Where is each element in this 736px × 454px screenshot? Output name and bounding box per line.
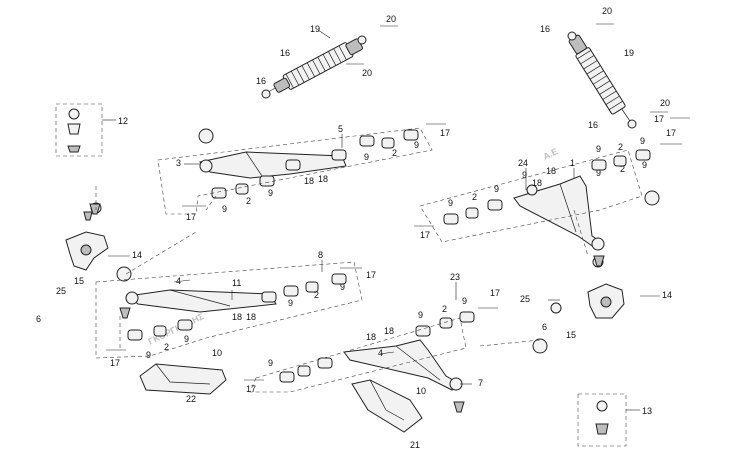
callout-17: 17 (110, 358, 120, 368)
callout-16: 16 (540, 24, 550, 34)
callout-20: 20 (660, 98, 670, 108)
callout-9: 9 (418, 310, 423, 320)
bolts (106, 23, 690, 381)
callout-9: 9 (642, 160, 647, 170)
upper-arm-right (513, 175, 605, 251)
callout-4: 4 (378, 348, 383, 358)
lower-arm-right (343, 339, 463, 391)
callout-17: 17 (490, 288, 500, 298)
callout-9: 9 (146, 350, 151, 360)
watermark: ΓΚΟΡΓΚΟΛΗΣ Α.Ε (146, 146, 559, 347)
callout-17: 17 (186, 212, 196, 222)
callout-12: 12 (118, 116, 128, 126)
callout-1: 1 (570, 158, 575, 168)
callout-2: 2 (246, 196, 251, 206)
callout-17: 17 (440, 128, 450, 138)
callout-19: 19 (310, 24, 320, 34)
callout-9: 9 (364, 152, 369, 162)
callout-19: 19 (624, 48, 634, 58)
callout-17: 17 (246, 384, 256, 394)
watermark-suffix: Α.Ε (541, 146, 559, 162)
callout-9: 9 (268, 188, 273, 198)
callout-9: 9 (462, 296, 467, 306)
callout-2: 2 (618, 142, 623, 152)
shock-absorber-right (567, 31, 637, 129)
callout-numbers: 19 20 16 20 16 16 20 19 20 12 5 17 9 2 9… (36, 6, 676, 450)
callout-18: 18 (366, 332, 376, 342)
callout-18: 18 (318, 174, 328, 184)
callout-8: 8 (318, 250, 323, 260)
callout-9: 9 (340, 282, 345, 292)
callout-9: 9 (448, 198, 453, 208)
callout-16: 16 (280, 48, 290, 58)
callout-2: 2 (472, 192, 477, 202)
callout-5: 5 (338, 124, 343, 134)
callout-18: 18 (532, 178, 542, 188)
callout-9: 9 (522, 170, 527, 180)
callout-16: 16 (256, 76, 266, 86)
callout-25: 25 (520, 294, 530, 304)
callout-18: 18 (232, 312, 242, 322)
callout-20: 20 (386, 14, 396, 24)
callout-3: 3 (176, 158, 181, 168)
callout-4: 4 (176, 276, 181, 286)
assembly-guides (95, 127, 643, 393)
callout-7: 7 (478, 378, 483, 388)
callout-25: 25 (56, 286, 66, 296)
callout-leaders (108, 29, 660, 385)
callout-18: 18 (246, 312, 256, 322)
callout-11: 11 (232, 278, 241, 288)
detail-box-13 (577, 393, 640, 447)
callout-14: 14 (132, 250, 142, 260)
skid-plate-left (139, 363, 227, 395)
callout-6: 6 (36, 314, 41, 324)
upper-arm-left (198, 151, 347, 179)
steering-knuckle-left (65, 202, 109, 271)
callout-17: 17 (654, 114, 664, 124)
callout-9: 9 (640, 136, 645, 146)
callout-24: 24 (518, 158, 528, 168)
callout-18: 18 (304, 176, 314, 186)
callout-2: 2 (164, 342, 169, 352)
callout-22: 22 (186, 394, 196, 404)
callout-9: 9 (268, 358, 273, 368)
callout-17: 17 (666, 128, 676, 138)
callout-9: 9 (414, 140, 419, 150)
callout-10: 10 (416, 386, 426, 396)
callout-9: 9 (596, 168, 601, 178)
callout-15: 15 (74, 276, 84, 286)
bushings (89, 128, 660, 413)
callout-21: 21 (410, 440, 420, 450)
callout-18: 18 (384, 326, 394, 336)
callout-9: 9 (288, 298, 293, 308)
callout-20: 20 (602, 6, 612, 16)
callout-15: 15 (566, 330, 576, 340)
detail-box-12 (55, 103, 116, 157)
callout-13: 13 (642, 406, 652, 416)
callout-16: 16 (588, 120, 598, 130)
callout-23: 23 (450, 272, 460, 282)
callout-2: 2 (392, 148, 397, 158)
callout-20: 20 (362, 68, 372, 78)
callout-2: 2 (442, 304, 447, 314)
callout-9: 9 (184, 334, 189, 344)
callout-6: 6 (542, 322, 547, 332)
callout-9: 9 (494, 184, 499, 194)
lower-arm-left (125, 289, 277, 313)
callout-17: 17 (420, 230, 430, 240)
callout-9: 9 (222, 204, 227, 214)
callout-2: 2 (620, 164, 625, 174)
callout-10: 10 (212, 348, 222, 358)
callout-17: 17 (366, 270, 376, 280)
callout-2: 2 (314, 290, 319, 300)
shock-absorber-left (261, 35, 367, 99)
steering-knuckle-right (587, 256, 625, 319)
callout-14: 14 (662, 290, 672, 300)
skid-plate-right (351, 379, 423, 433)
callout-18: 18 (546, 166, 556, 176)
callout-9: 9 (596, 144, 601, 154)
